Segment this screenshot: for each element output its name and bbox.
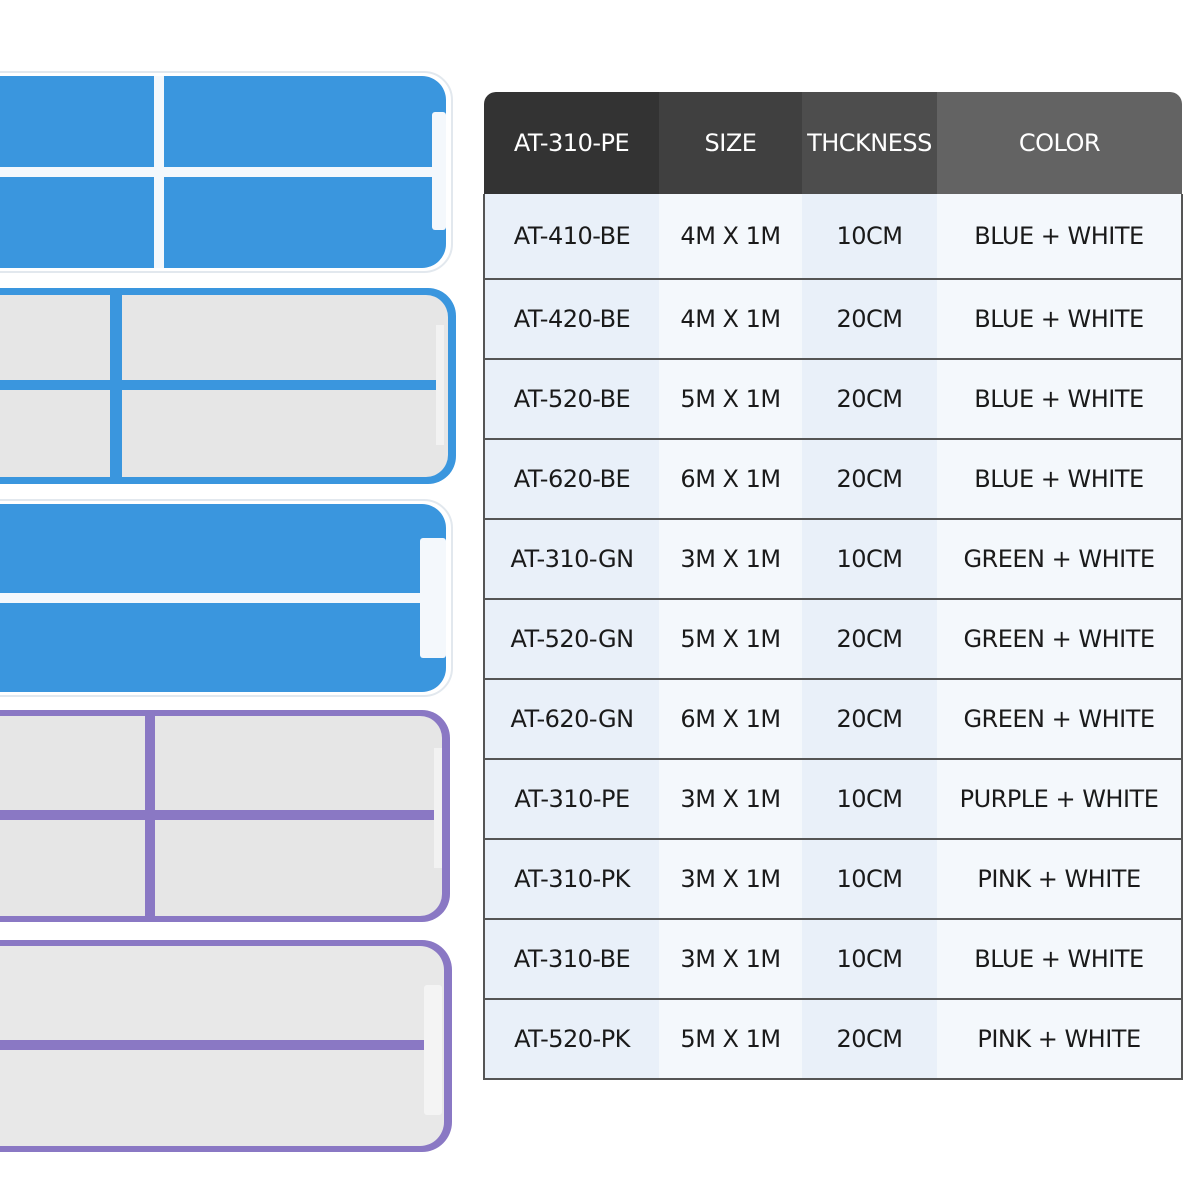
color-cell: BLUE + WHITE bbox=[937, 919, 1183, 1000]
size-cell: 5M X 1M bbox=[659, 599, 802, 680]
size-cell: 5M X 1M bbox=[659, 999, 802, 1080]
model-cell: AT-420-BE bbox=[483, 279, 659, 360]
size-cell: 3M X 1M bbox=[659, 919, 802, 1000]
model-cell: AT-520-BE bbox=[483, 359, 659, 440]
thickness-cell: 10CM bbox=[802, 759, 937, 840]
model-cell: AT-310-BE bbox=[483, 919, 659, 1000]
size-cell: 3M X 1M bbox=[659, 519, 802, 600]
model-cell: AT-410-BE bbox=[483, 194, 659, 280]
thickness-cell: 20CM bbox=[802, 599, 937, 680]
size-cell: 3M X 1M bbox=[659, 759, 802, 840]
thickness-cell: 20CM bbox=[802, 679, 937, 760]
color-cell: PINK + WHITE bbox=[937, 999, 1183, 1080]
model-cell: AT-310-PK bbox=[483, 839, 659, 920]
mat-blue-2 bbox=[0, 499, 453, 697]
color-cell: GREEN + WHITE bbox=[937, 519, 1183, 600]
size-cell: 6M X 1M bbox=[659, 679, 802, 760]
header-color: COLOR bbox=[937, 92, 1182, 194]
model-cell: AT-520-PK bbox=[483, 999, 659, 1080]
size-cell: 3M X 1M bbox=[659, 839, 802, 920]
thickness-cell: 10CM bbox=[802, 519, 937, 600]
table-header: AT-310-PE SIZE THCKNESS COLOR bbox=[484, 92, 1182, 194]
color-cell: BLUE + WHITE bbox=[937, 359, 1183, 440]
header-size: SIZE bbox=[659, 92, 802, 194]
color-cell: PINK + WHITE bbox=[937, 839, 1183, 920]
header-model: AT-310-PE bbox=[484, 92, 659, 194]
model-cell: AT-310-PE bbox=[483, 759, 659, 840]
color-cell: PURPLE + WHITE bbox=[937, 759, 1183, 840]
mat-grey-purple-1 bbox=[0, 710, 450, 922]
product-images bbox=[0, 71, 456, 1152]
thickness-cell: 20CM bbox=[802, 439, 937, 520]
color-cell: GREEN + WHITE bbox=[937, 599, 1183, 680]
color-cell: BLUE + WHITE bbox=[937, 194, 1183, 280]
mat-grey-purple-2 bbox=[0, 940, 452, 1152]
thickness-cell: 10CM bbox=[802, 194, 937, 280]
header-thickness: THCKNESS bbox=[802, 92, 937, 194]
thickness-cell: 20CM bbox=[802, 999, 937, 1080]
mat-grey-blue bbox=[0, 288, 456, 484]
size-cell: 6M X 1M bbox=[659, 439, 802, 520]
thickness-cell: 10CM bbox=[802, 839, 937, 920]
model-cell: AT-310-GN bbox=[483, 519, 659, 600]
size-cell: 4M X 1M bbox=[659, 279, 802, 360]
mat-blue-1 bbox=[0, 71, 453, 273]
size-cell: 4M X 1M bbox=[659, 194, 802, 280]
thickness-cell: 20CM bbox=[802, 279, 937, 360]
size-cell: 5M X 1M bbox=[659, 359, 802, 440]
color-cell: BLUE + WHITE bbox=[937, 279, 1183, 360]
model-cell: AT-620-GN bbox=[483, 679, 659, 760]
color-cell: BLUE + WHITE bbox=[937, 439, 1183, 520]
color-cell: GREEN + WHITE bbox=[937, 679, 1183, 760]
thickness-cell: 10CM bbox=[802, 919, 937, 1000]
model-cell: AT-520-GN bbox=[483, 599, 659, 680]
thickness-cell: 20CM bbox=[802, 359, 937, 440]
model-cell: AT-620-BE bbox=[483, 439, 659, 520]
